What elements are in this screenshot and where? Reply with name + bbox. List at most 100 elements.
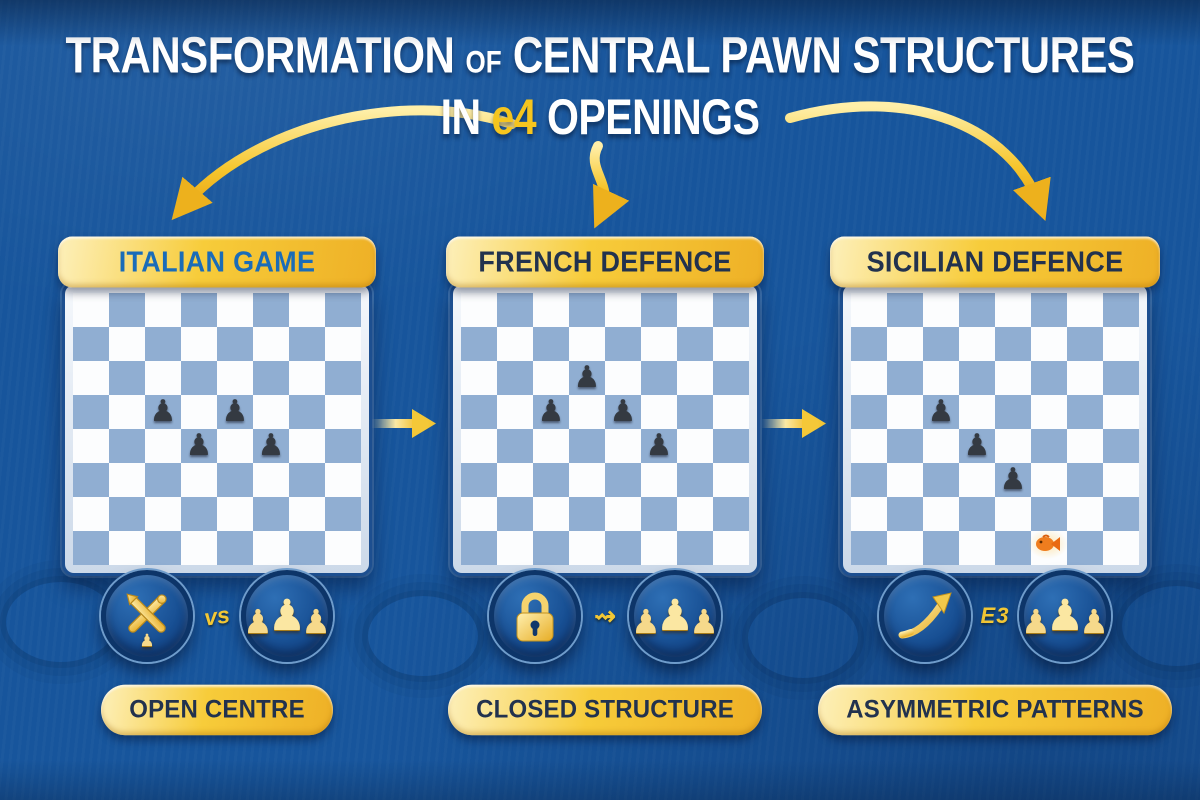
board-square: [289, 395, 325, 429]
arrow-italian-to-french: [372, 409, 436, 438]
black-pawn-icon: ♟: [999, 462, 1027, 497]
badge-row: E3 ♟ ♟ ♟: [879, 570, 1111, 662]
board-square: [677, 429, 713, 463]
board-square: ♟: [181, 429, 217, 463]
board-square: ♟: [995, 463, 1031, 497]
board-square: [677, 327, 713, 361]
board-square: [641, 463, 677, 497]
board-square: [217, 429, 253, 463]
board-square: [995, 395, 1031, 429]
board-square: [109, 463, 145, 497]
three-pawns-badge: ♟ ♟ ♟: [629, 570, 721, 662]
black-pawn-icon: ♟: [573, 360, 601, 395]
board-square: [253, 327, 289, 361]
board-square: ♟: [605, 395, 641, 429]
board-square: [677, 497, 713, 531]
board-square: [995, 429, 1031, 463]
board-square: ♟: [253, 429, 289, 463]
board-square: [641, 293, 677, 327]
board-square: [1031, 497, 1067, 531]
board-square: [851, 497, 887, 531]
arrow-french-to-sicilian: [762, 409, 826, 438]
board-square: [887, 361, 923, 395]
board-square: [923, 463, 959, 497]
board-square: [1031, 395, 1067, 429]
board-square: [1067, 497, 1103, 531]
crossed-swords-badge: ♟: [101, 570, 193, 662]
board-square: [605, 293, 641, 327]
board-square: [851, 463, 887, 497]
board-square: [289, 429, 325, 463]
board-square: [923, 531, 959, 565]
badge-row: ⇝ ♟ ♟ ♟: [489, 570, 721, 662]
board-square: [569, 293, 605, 327]
rising-arrow-icon: [898, 592, 952, 639]
chessboard-italian: ♟♟♟♟: [62, 282, 372, 576]
board-square: [73, 293, 109, 327]
board-square: [569, 463, 605, 497]
board-square: [497, 395, 533, 429]
board-square: [325, 293, 361, 327]
three-pawns-badge: ♟ ♟ ♟: [1019, 570, 1111, 662]
board-square: [461, 327, 497, 361]
board-square: [1067, 429, 1103, 463]
board-square: [1103, 293, 1139, 327]
board-square: [851, 429, 887, 463]
board-square: [713, 395, 749, 429]
board-square: [73, 429, 109, 463]
board-square: [1103, 327, 1139, 361]
board-square: [1103, 497, 1139, 531]
board-square: [959, 531, 995, 565]
board-square: [713, 293, 749, 327]
black-pawn-icon: ♟: [257, 428, 285, 463]
three-pawns-icon: ♟ ♟ ♟: [243, 594, 331, 638]
board-square: ♟: [533, 395, 569, 429]
board-square: [569, 395, 605, 429]
board-square: [289, 361, 325, 395]
board-square: [569, 531, 605, 565]
board-square: [1031, 327, 1067, 361]
title-word: IN: [440, 89, 482, 146]
board-square: [497, 327, 533, 361]
e3-label: E3: [980, 603, 1010, 628]
board-square: ♟: [217, 395, 253, 429]
board-square: [145, 293, 181, 327]
caption-open-centre: OPEN CENTRE: [101, 684, 333, 736]
board-square: [73, 395, 109, 429]
board-square: [887, 327, 923, 361]
board-square: [109, 327, 145, 361]
panel-sicilian-defence: SICILIAN DEFENCE ♟♟♟ E3: [818, 236, 1172, 736]
board-square: [851, 531, 887, 565]
board-square: [461, 497, 497, 531]
title-line-2: IN e4 OPENINGS: [0, 89, 1200, 145]
board-square: ♟: [145, 395, 181, 429]
board-square: [461, 361, 497, 395]
board-square: [181, 361, 217, 395]
board-square: [641, 327, 677, 361]
board-square: [109, 429, 145, 463]
board-square: [1067, 293, 1103, 327]
board-square: [217, 497, 253, 531]
chessboard-sicilian: ♟♟♟: [840, 282, 1150, 576]
board-square: [181, 531, 217, 565]
board-square: [145, 327, 181, 361]
board-square: [181, 497, 217, 531]
title-word: OPENINGS: [546, 89, 760, 146]
board-square: [995, 293, 1031, 327]
padlock-badge: [489, 570, 581, 662]
padlock-icon: [516, 592, 554, 642]
black-pawn-icon: ♟: [927, 394, 955, 429]
black-pawn-icon: ♟: [185, 428, 213, 463]
board-square: [109, 395, 145, 429]
board-square: [677, 361, 713, 395]
board-square: [217, 463, 253, 497]
gold-pawn-icon: ♟: [1079, 601, 1109, 641]
opening-title-italian: ITALIAN GAME: [58, 236, 376, 288]
three-pawns-icon: ♟ ♟ ♟: [1021, 594, 1109, 641]
board-square: [677, 531, 713, 565]
board-square: [533, 463, 569, 497]
board-square: [569, 327, 605, 361]
board-square: [253, 497, 289, 531]
board-square: [253, 531, 289, 565]
board-square: [253, 463, 289, 497]
